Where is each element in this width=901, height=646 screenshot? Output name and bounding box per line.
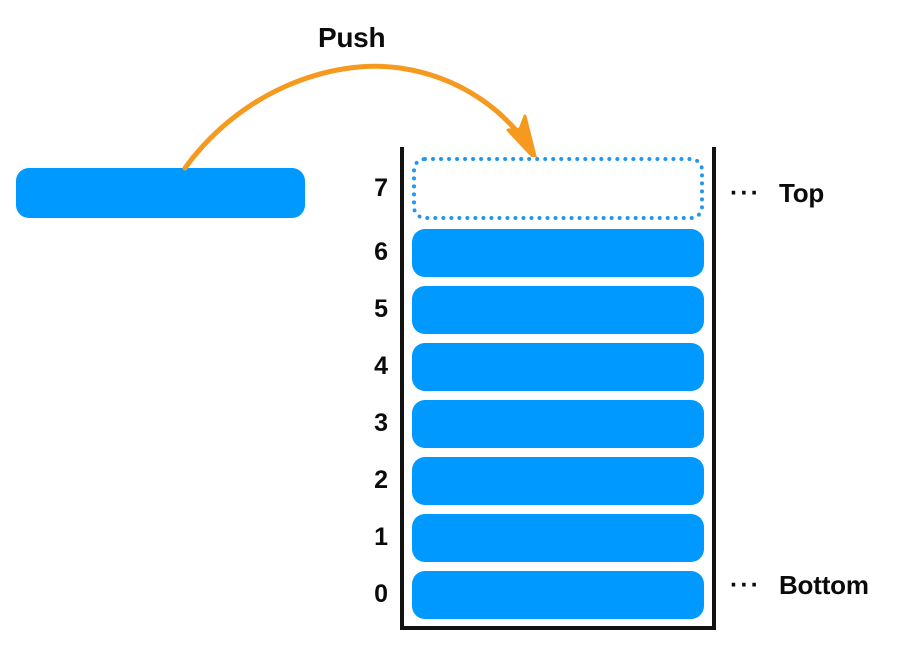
stack-slot-filled — [412, 343, 704, 391]
stack-index-label: 1 — [374, 523, 388, 551]
stack-index-label: 6 — [374, 238, 388, 266]
stack-container — [400, 147, 716, 630]
stack-index-label: 2 — [374, 466, 388, 494]
stack-wall-bottom — [400, 626, 716, 630]
stack-index-label: 4 — [374, 352, 388, 380]
stack-wall-left — [400, 147, 404, 630]
annotation-bottom: ··· Bottom — [730, 572, 869, 598]
annotation-top: ··· Top — [730, 180, 824, 206]
stack-slot-filled — [412, 286, 704, 334]
stack-index-label: 3 — [374, 409, 388, 437]
top-label: Top — [778, 178, 825, 208]
bottom-label: Bottom — [778, 570, 869, 600]
stack-index-label: 7 — [374, 173, 388, 202]
stack-slot-filled — [412, 457, 704, 505]
stack-index-label: 0 — [374, 580, 388, 608]
push-label: Push — [318, 22, 386, 53]
bottom-leader-dots: ··· — [730, 570, 761, 599]
stack-slot-filled — [412, 229, 704, 277]
stack-slot-empty — [412, 157, 704, 220]
top-leader-dots: ··· — [730, 178, 761, 207]
stack-index-label: 5 — [374, 295, 388, 323]
stack-slot-filled — [412, 400, 704, 448]
stack-wall-right — [712, 147, 716, 630]
stack-slot-filled — [412, 571, 704, 619]
stack-slot-filled — [412, 514, 704, 562]
incoming-block — [16, 168, 305, 218]
